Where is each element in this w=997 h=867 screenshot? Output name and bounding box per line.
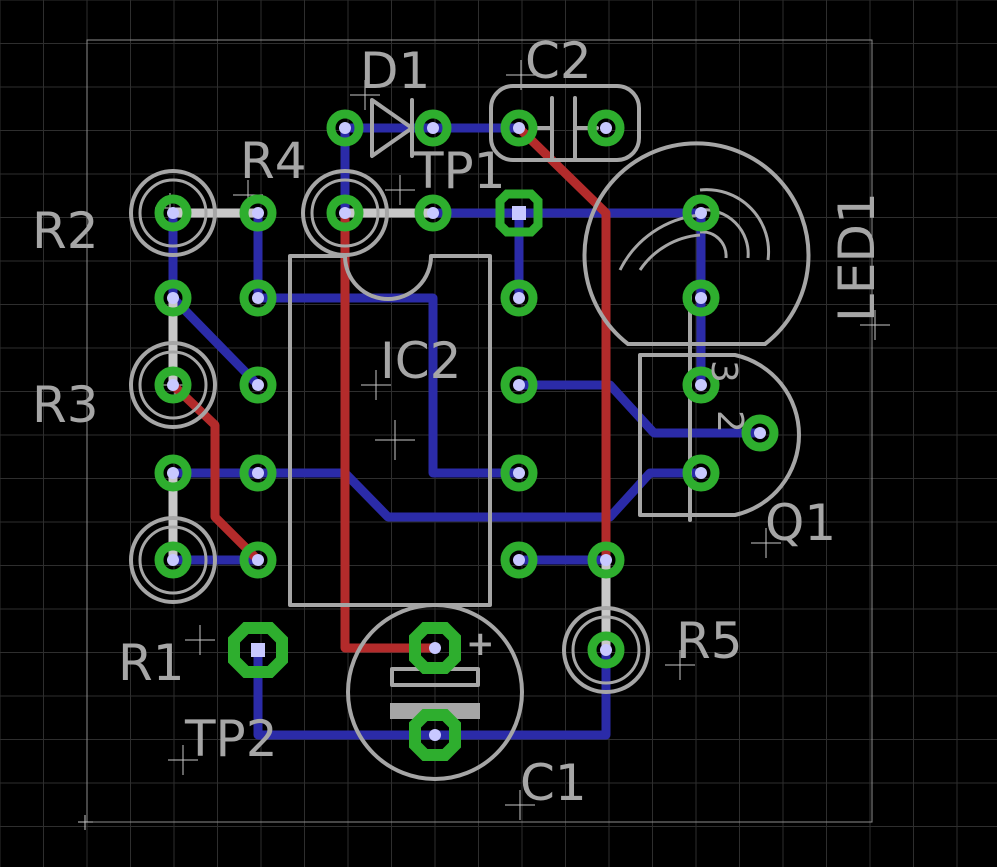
pad-q1-1 (682, 454, 720, 492)
label-led1: LED1 (828, 192, 886, 322)
label-ic2: IC2 (380, 332, 461, 390)
pad-r5-1 (587, 541, 625, 579)
pads (154, 109, 779, 761)
label-r4: R4 (240, 132, 307, 190)
pad-r3-2 (154, 454, 192, 492)
label-q1: Q1 (765, 494, 836, 552)
label-c1-plus: + (466, 624, 495, 664)
pad-tp2-sq (228, 622, 288, 678)
pad-led1-1 (682, 194, 720, 232)
pad-r2-1 (154, 194, 192, 232)
pad-r4-2 (326, 194, 364, 232)
pad-r2-2 (154, 279, 192, 317)
airwires (168, 208, 611, 655)
label-c1: C1 (520, 754, 587, 812)
pad-q1-3 (682, 366, 720, 404)
pad-ic2-2 (239, 366, 277, 404)
pad-tp1-sq (495, 189, 543, 237)
pad-ic2-5 (500, 541, 538, 579)
d1-symbol (370, 98, 414, 158)
pad-ic2-4 (239, 541, 277, 579)
label-c2: C2 (525, 32, 592, 90)
pad-d1-1 (326, 109, 364, 147)
label-r3: R3 (32, 376, 99, 434)
pad-tp1-1 (414, 194, 452, 232)
label-tp1: TP1 (412, 142, 506, 200)
pad-c1-plus (409, 622, 461, 674)
pad-ic2-7 (500, 366, 538, 404)
q1-outline (638, 288, 801, 522)
silkscreen-labels: D1 C2 R4 TP1 R2 R3 IC2 LED1 Q1 R1 R5 TP2… (32, 32, 886, 812)
pad-led1-2 (682, 279, 720, 317)
pad-r1-1 (154, 541, 192, 579)
label-r1: R1 (118, 634, 185, 692)
pad-ic2-3 (239, 454, 277, 492)
pad-c2-2 (587, 109, 625, 147)
label-tp2: TP2 (184, 710, 278, 768)
pad-ic2-8 (500, 279, 538, 317)
pad-d1-2 (414, 109, 452, 147)
label-d1: D1 (360, 42, 430, 100)
label-q1-pin3: 3 (703, 360, 744, 383)
label-q1-pin2: 2 (709, 410, 750, 433)
resistor-rings (129, 169, 650, 694)
pad-ic2-1 (239, 279, 277, 317)
pad-r4-1 (239, 194, 277, 232)
top-layer-traces (168, 123, 611, 653)
c1-outline (346, 603, 524, 781)
pad-r3-1 (154, 366, 192, 404)
pad-c1-minus (409, 709, 461, 761)
pad-c2-1 (500, 109, 538, 147)
pad-ic2-6 (500, 454, 538, 492)
board-outline (86, 39, 873, 823)
label-r5: R5 (676, 612, 743, 670)
pad-r5-2 (587, 631, 625, 669)
ic2-outline (288, 254, 492, 607)
label-r2: R2 (32, 202, 99, 260)
pad-q1-2 (741, 414, 779, 452)
